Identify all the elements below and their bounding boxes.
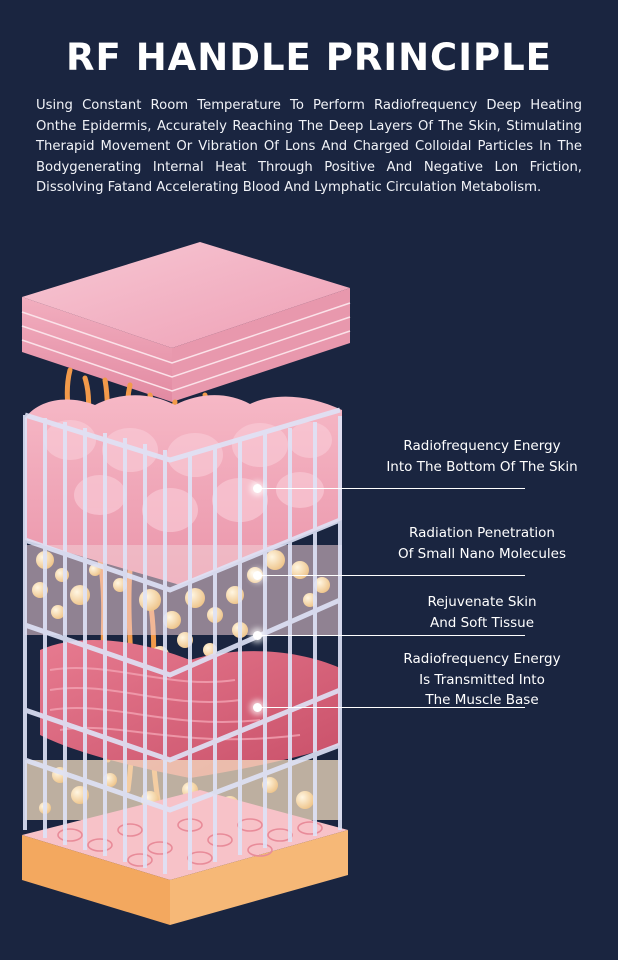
callout-label-1-line-2: Into The Bottom Of The Skin <box>386 458 578 475</box>
callout-label-2-line-1: Radiation Penetration <box>409 525 555 541</box>
callout-label-3-line-1: Rejuvenate Skin <box>427 594 537 610</box>
callout-dot-4 <box>253 703 262 712</box>
callout-label-2: Radiation Penetration Of Small Nano Mole… <box>370 523 594 564</box>
callout-label-4: Radiofrequency Energy Is Transmitted Int… <box>370 649 594 711</box>
callout-line-4 <box>258 707 525 708</box>
callout-label-4-line-2: Is Transmitted Into <box>419 671 545 688</box>
description-paragraph: Using Constant Room Temperature To Perfo… <box>36 98 582 195</box>
page-title: RF HANDLE PRINCIPLE <box>66 36 552 79</box>
callout-label-3: Rejuvenate Skin And Soft Tissue <box>370 592 594 633</box>
tissue-grid <box>23 407 342 874</box>
callout-label-2-line-2: Of Small Nano Molecules <box>398 545 566 562</box>
callout-dot-2 <box>253 571 262 580</box>
callout-line-1 <box>258 488 525 489</box>
callout-label-1-line-1: Radiofrequency Energy <box>403 438 561 454</box>
callout-dot-3 <box>253 631 262 640</box>
callout-line-2 <box>258 575 525 576</box>
callout-label-4-line-3: The Muscle Base <box>425 692 539 708</box>
rf-handle-pad <box>21 242 351 402</box>
skin-layers-diagram <box>21 242 351 925</box>
callout-label-3-line-2: And Soft Tissue <box>429 614 535 631</box>
callout-label-1: Radiofrequency Energy Into The Bottom Of… <box>370 436 594 477</box>
callout-line-3 <box>258 635 525 636</box>
callout-label-4-line-1: Radiofrequency Energy <box>403 651 561 667</box>
callout-dot-1 <box>253 484 262 493</box>
